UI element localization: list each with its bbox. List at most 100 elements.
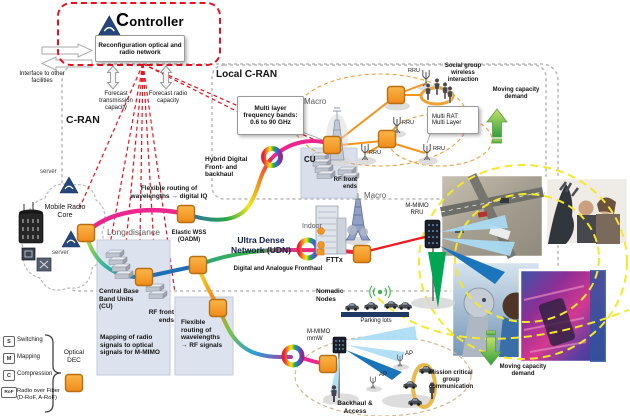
optical-node <box>318 354 338 374</box>
rru-label: RRU <box>408 68 420 74</box>
moving-capacity-up-label: Moving capacity demand <box>492 87 540 101</box>
forecast-radio-label: Forecast radio capacity <box>148 91 188 105</box>
optical-node <box>208 298 228 318</box>
beam-icon <box>440 215 508 232</box>
beam-icon <box>347 326 417 340</box>
rru-label: RRU <box>433 146 445 152</box>
controller-frame <box>57 2 221 66</box>
optical-node <box>134 267 154 287</box>
udn-title: Ultra Dense Network (UDN) <box>231 235 291 256</box>
indoor-building-icon <box>315 205 347 256</box>
local-cran-label: Local C-RAN <box>216 69 278 80</box>
optical-node <box>176 204 196 224</box>
mmw-antenna-cluster <box>330 326 417 402</box>
legend-switching-label: Switching <box>17 337 43 343</box>
beam-icon <box>440 246 505 284</box>
fiber-access <box>196 264 293 360</box>
capacity-down-arrow-icon <box>480 330 502 366</box>
fiber-s-curve <box>184 157 273 222</box>
fronthaul-label: Digital and Analogue Fronthaul <box>233 266 323 272</box>
rru-label: RRU <box>402 120 414 126</box>
optical-dec-label: Optical DEC <box>63 349 85 364</box>
interface-label: Interface to other facilities <box>19 71 65 85</box>
nomadic-node-signal-icon <box>369 285 391 299</box>
optical-node <box>76 223 96 243</box>
rru-label: RRU <box>369 150 381 156</box>
server-label: server <box>40 169 57 175</box>
wdm-ring-icon <box>281 344 305 368</box>
cran-label: C-RAN <box>66 114 100 126</box>
car-icon <box>398 301 413 311</box>
nomadic-nodes-label: Nomadic Nodes <box>316 288 344 303</box>
mission-critical-group <box>403 363 437 409</box>
controller-title: Controller <box>116 10 184 30</box>
mapping-note-label: Mapping of radio signals to optical sign… <box>100 334 160 357</box>
optical-node <box>322 135 342 155</box>
optical-node <box>377 129 397 149</box>
flexible-iq-label: Flexible routing of wavelengths → digita… <box>130 185 208 200</box>
legend-mapping-label: Mapping <box>17 354 41 360</box>
ap-label: AP <box>379 372 388 378</box>
social-group-label: Social group wireless interaction <box>444 63 482 84</box>
link-fttx-tower <box>366 235 427 253</box>
optical-node <box>188 255 208 275</box>
indoor-label: Indoor <box>302 223 322 230</box>
legend-chip-mapping: M <box>3 353 15 364</box>
macro-lattice-tower-icon <box>344 193 372 241</box>
photo-robot-hand-people <box>544 176 630 246</box>
parking-lots-label: Parking lots <box>360 318 392 324</box>
core-router-icon <box>18 202 52 272</box>
capacity-up-arrow-icon <box>486 108 508 144</box>
moving-capacity-down-label: Moving capacity demand <box>499 364 547 378</box>
beam-icon <box>330 354 340 394</box>
reconfiguration-box: Reconfiguration optical and radio networ… <box>95 35 185 62</box>
beam-icon <box>428 252 446 308</box>
rf-front-ends-label: RF front ends <box>148 309 174 324</box>
optical-node <box>386 85 406 105</box>
legend-chip-switching: S <box>3 336 15 347</box>
legend-chip-compression: C <box>3 370 15 381</box>
mobile-radio-core-label: Mobile Radio Core <box>44 204 86 220</box>
server-label: server <box>52 250 69 256</box>
parking-lot <box>341 300 413 317</box>
optical-dec-node <box>64 373 84 393</box>
optical-node <box>352 244 372 264</box>
legend-bracket <box>44 334 62 413</box>
interface-arrows <box>40 43 94 71</box>
hybrid-fronthaul-label: Hybrid Digital Front- and backhaul <box>205 156 248 179</box>
rf-front-ends-label: RF front ends <box>333 177 357 191</box>
beam-icon <box>440 238 515 256</box>
cbb-label: Central Base Band Units (CU) <box>99 288 139 311</box>
car-icon <box>345 302 360 312</box>
ap-label: AP <box>405 351 414 357</box>
legend-chip-rof: RoF <box>1 387 17 398</box>
flexible-rf-label: Flexible routing of wavelengths → RF sig… <box>181 319 223 349</box>
backhaul-access-label: Backhaul & Access <box>337 400 373 415</box>
macro-label: Macro <box>304 97 327 106</box>
forecast-arrow-icon <box>107 65 119 90</box>
fttx-label: FTTx <box>326 257 343 264</box>
social-group-icon <box>419 77 455 106</box>
wdm-ring-icon <box>261 146 283 168</box>
legend-compression-label: Compression <box>17 371 53 377</box>
elastic-wss-label: Elastic WSS (OADM) <box>171 230 207 244</box>
local-cran-region-outline <box>211 64 547 200</box>
legend-rof-label: Radio over Fiber (D-RoF, A-RoF) <box>17 388 60 401</box>
car-icon <box>364 301 379 311</box>
beam-icon <box>346 350 402 380</box>
photo-collage <box>439 173 630 364</box>
long-distance-label: Long distance <box>107 227 160 237</box>
parking-bar <box>341 312 409 317</box>
frequency-bands-box: Multi layer frequency bands: 0.6 to 90 G… <box>237 96 304 135</box>
mission-critical-label: Mission critical group communication <box>428 370 474 391</box>
beam-icon <box>347 345 405 362</box>
car-icon <box>384 300 399 310</box>
forecast-transmission-label: Forecast transmission capacity <box>99 91 133 112</box>
cu-label: CU <box>304 155 316 164</box>
mmimo-rru-tower <box>424 215 515 308</box>
